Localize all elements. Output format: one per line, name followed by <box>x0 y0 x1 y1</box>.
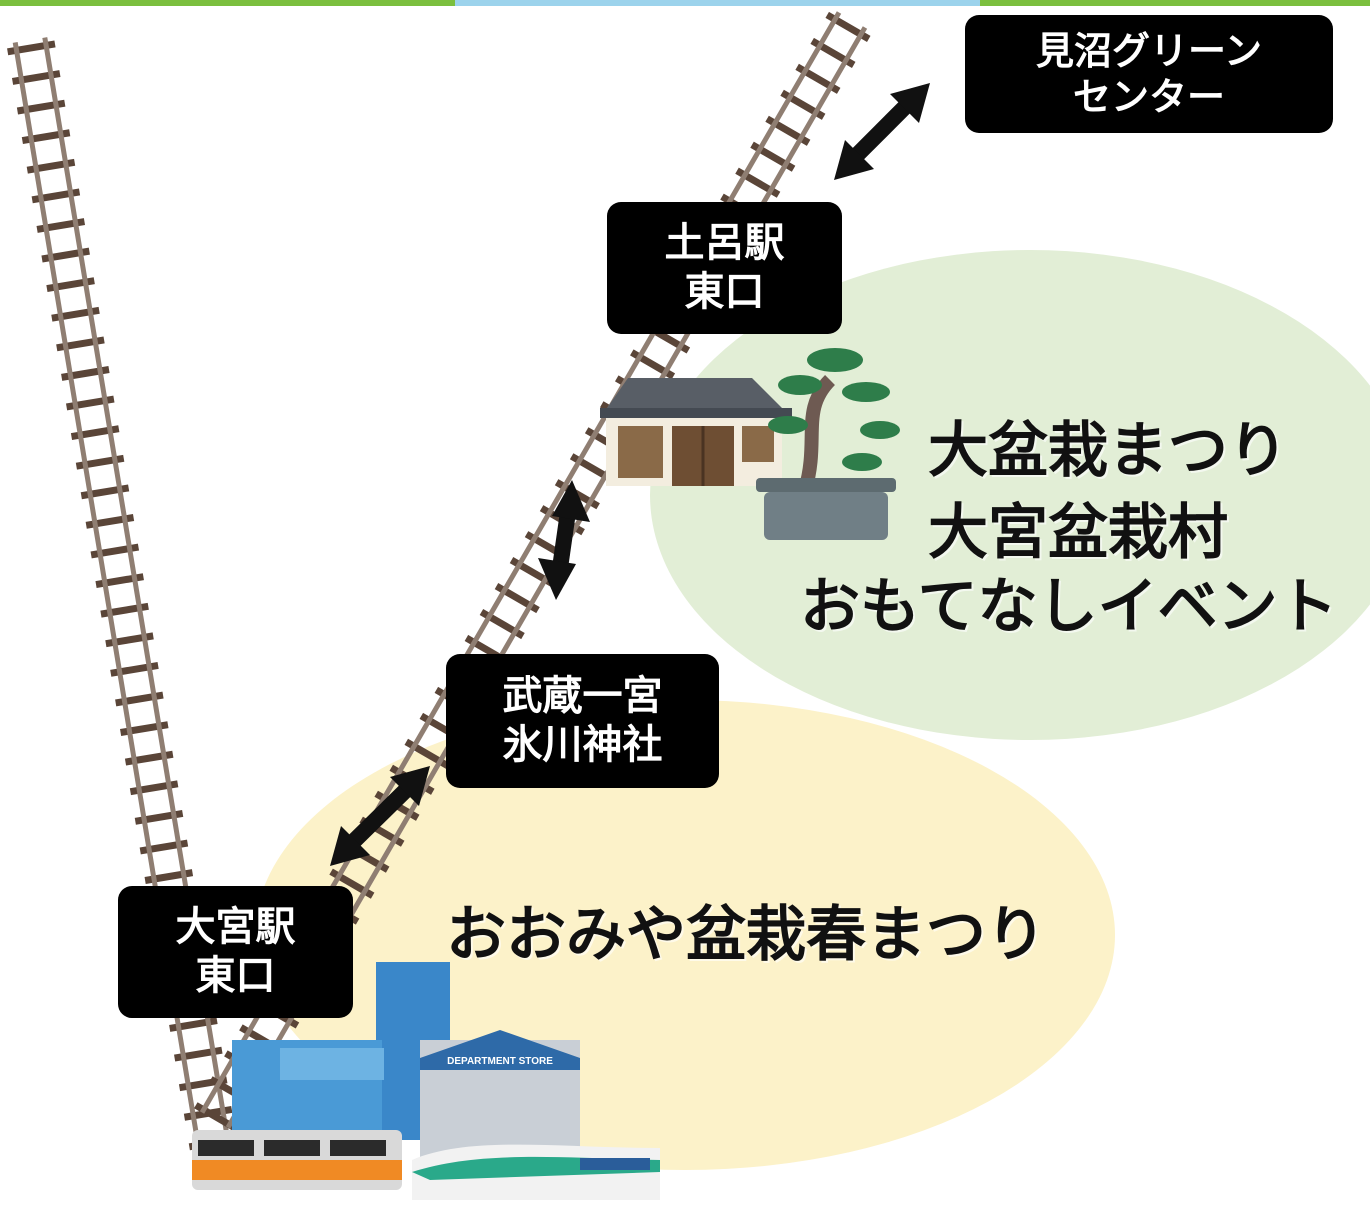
top-bar-middle <box>455 0 980 6</box>
station-label-line: 東口 <box>195 953 276 999</box>
top-bar-right <box>980 0 1370 6</box>
station-label-line: 見沼グリーン <box>1035 28 1263 73</box>
double-arrow-icon <box>834 83 930 180</box>
double-arrow-icon <box>330 766 430 866</box>
trains-illustration <box>192 1130 660 1200</box>
station-label-line: 大宮駅 <box>175 904 296 951</box>
event-title-spring-festival: おおみや盆栽春まつり <box>446 900 1046 970</box>
event-title-omotenashi: おもてなしイベント <box>800 572 1338 642</box>
station-label-hikawa: 武蔵一宮 氷川神社 <box>446 654 719 788</box>
event-title-bonsai-village: 大宮盆栽村 <box>928 498 1228 568</box>
bonsai-house-illustration <box>600 348 900 540</box>
top-bar-left <box>0 0 455 6</box>
green-event-area <box>650 250 1370 740</box>
station-label-omiya: 大宮駅 東口 <box>118 886 353 1018</box>
double-arrow-icon <box>538 480 590 600</box>
city-buildings-illustration: DEPARTMENT STORE <box>232 962 580 1165</box>
station-label-line: センター <box>1072 75 1225 119</box>
station-label-toro: 土呂駅 東口 <box>607 202 842 334</box>
station-label-line: 東口 <box>684 269 765 315</box>
station-label-line: 武蔵一宮 <box>502 673 663 720</box>
station-label-line: 氷川神社 <box>502 722 663 768</box>
station-label-minuma: 見沼グリーン センター <box>965 15 1333 133</box>
department-store-sign: DEPARTMENT STORE <box>447 1056 553 1067</box>
event-title-bonsai-festival: 大盆栽まつり <box>928 416 1288 486</box>
station-label-line: 土呂駅 <box>664 220 785 267</box>
